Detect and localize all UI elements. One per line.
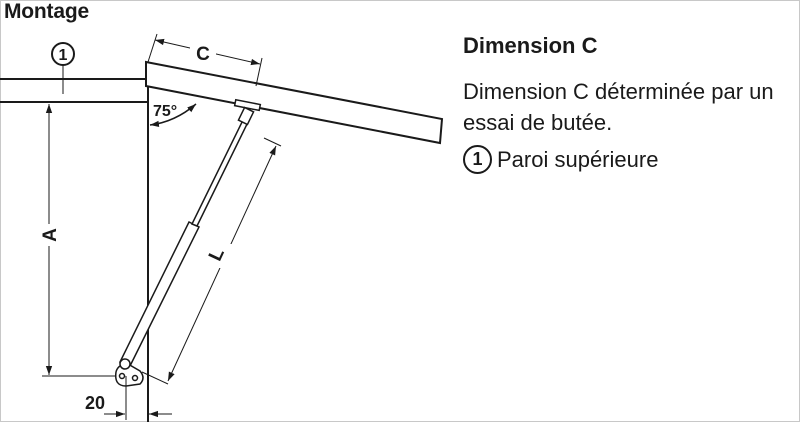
dim-a-label: A: [40, 228, 61, 242]
opened-flap: [145, 60, 444, 145]
dim-20-label: 20: [85, 393, 105, 413]
dim-c-label: C: [196, 44, 210, 65]
gas-strut: [118, 115, 252, 367]
dimension-20: [104, 376, 172, 420]
panel-description: Dimension C déterminée par un essai de b…: [463, 79, 774, 135]
legend-text: Paroi supérieure: [497, 147, 659, 172]
dimension-l: [141, 137, 282, 385]
legend-number-badge: 1: [463, 145, 492, 174]
lower-bracket: [114, 358, 144, 387]
angle-label: 75°: [153, 103, 177, 120]
angle-arc: [149, 103, 197, 128]
callout-1: 1: [51, 42, 75, 94]
upper-bracket: [233, 98, 262, 126]
callout-1-number: 1: [59, 47, 68, 64]
top-panel: [0, 78, 148, 103]
section-title: Montage: [4, 0, 89, 23]
panel-title: Dimension C: [463, 33, 598, 58]
